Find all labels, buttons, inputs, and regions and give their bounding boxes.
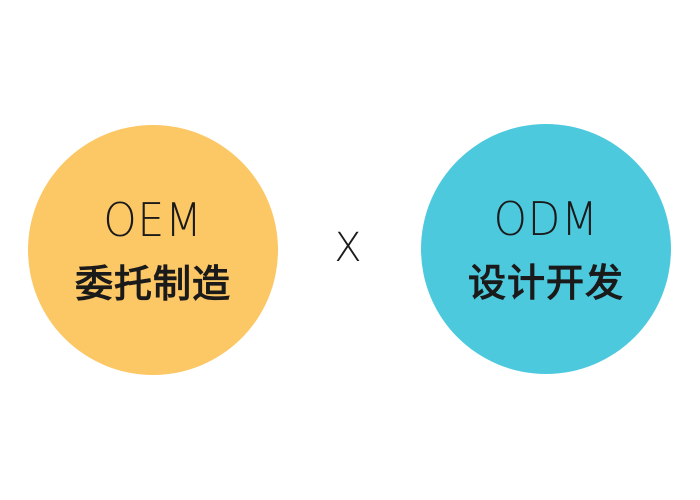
- odm-circle: ODM 设计开发: [421, 124, 671, 374]
- oem-circle: OEM 委托制造: [28, 125, 278, 375]
- odm-acronym: ODM: [493, 192, 599, 246]
- connector-symbol: X: [334, 225, 362, 271]
- oem-acronym: OEM: [103, 193, 203, 247]
- oem-subtitle: 委托制造: [74, 262, 231, 306]
- odm-subtitle: 设计开发: [467, 261, 624, 305]
